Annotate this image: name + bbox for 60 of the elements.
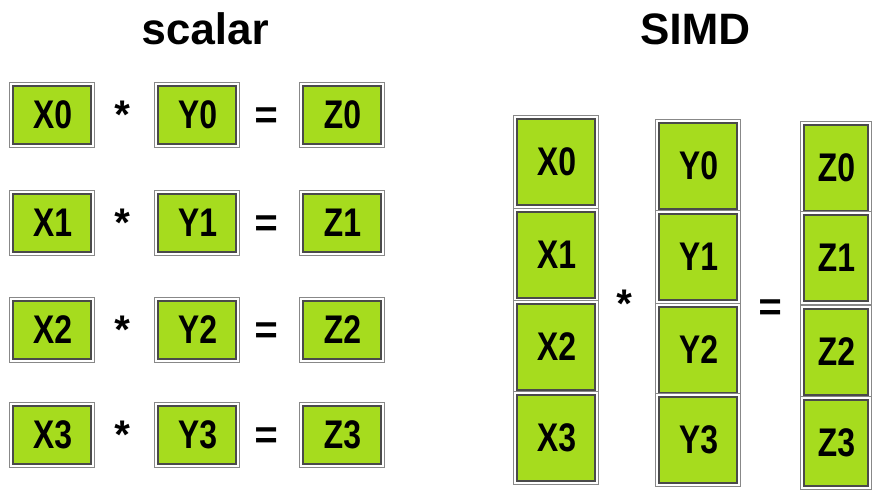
operator-sign: = xyxy=(758,285,782,330)
register-label: Y3 xyxy=(678,418,718,462)
register-label: Z3 xyxy=(817,420,855,466)
register-box xyxy=(302,405,382,465)
register-box xyxy=(302,193,382,253)
operator-sign: = xyxy=(254,308,278,353)
register-box xyxy=(157,405,237,465)
register-box xyxy=(302,85,382,145)
operator-sign: * xyxy=(114,93,130,138)
register-label: Z2 xyxy=(817,330,855,374)
register-label: Z2 xyxy=(323,308,361,352)
operator-sign: = xyxy=(254,201,278,246)
register-box xyxy=(157,193,237,253)
register-label: Z0 xyxy=(323,92,361,138)
register-label: X1 xyxy=(536,232,576,278)
column-heading: SIMD xyxy=(640,5,750,55)
register-box xyxy=(658,122,738,210)
register-box xyxy=(516,211,596,299)
operator-sign: * xyxy=(114,308,130,353)
register-label: Y3 xyxy=(177,412,217,458)
register-box xyxy=(803,399,869,487)
register-label: X3 xyxy=(536,416,576,460)
operator-sign: * xyxy=(616,282,632,327)
operator-sign: = xyxy=(254,93,278,138)
register-label: Y2 xyxy=(177,308,217,352)
column-heading: scalar xyxy=(141,5,269,55)
register-label: X2 xyxy=(536,324,576,370)
register-box xyxy=(803,214,869,302)
register-box xyxy=(803,124,869,212)
register-box xyxy=(302,300,382,360)
register-label: Z1 xyxy=(323,200,361,246)
operator-sign: * xyxy=(114,201,130,246)
register-label: Y2 xyxy=(678,328,718,372)
register-box xyxy=(516,394,596,482)
register-box xyxy=(12,85,92,145)
register-box xyxy=(658,306,738,394)
register-label: X0 xyxy=(536,140,576,184)
register-box xyxy=(12,193,92,253)
register-box xyxy=(12,300,92,360)
register-box xyxy=(157,300,237,360)
operator-sign: * xyxy=(114,413,130,458)
register-box xyxy=(516,118,596,206)
register-label: Z1 xyxy=(817,236,855,280)
register-label: Y0 xyxy=(177,92,217,138)
operator-sign: = xyxy=(254,413,278,458)
register-box xyxy=(516,303,596,391)
register-label: Y1 xyxy=(678,234,718,280)
register-box xyxy=(658,213,738,301)
register-label: Z0 xyxy=(817,146,855,190)
register-label: X1 xyxy=(32,200,72,246)
register-label: Y0 xyxy=(678,144,718,188)
register-label: X0 xyxy=(32,92,72,138)
register-box xyxy=(12,405,92,465)
register-label: Y1 xyxy=(177,200,217,246)
register-label: Z3 xyxy=(323,412,361,458)
register-box xyxy=(803,308,869,396)
register-box xyxy=(157,85,237,145)
register-label: X2 xyxy=(32,308,72,352)
register-box xyxy=(658,396,738,484)
register-label: X3 xyxy=(32,412,72,458)
